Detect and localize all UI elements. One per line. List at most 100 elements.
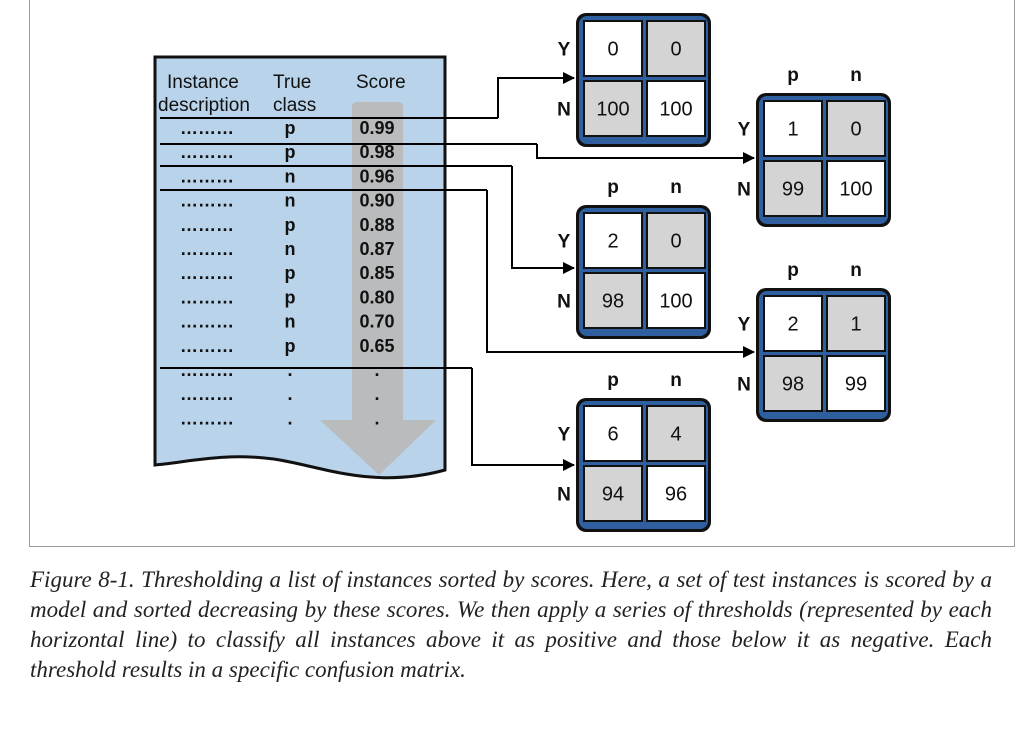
- row-label-n: N: [737, 375, 751, 396]
- matrix-cell-value: 100: [659, 99, 692, 121]
- matrix-cell: [826, 355, 886, 412]
- row-score: 0.90: [359, 191, 394, 211]
- header-description-line1: Instance: [167, 72, 239, 93]
- row-true-class: n: [285, 239, 296, 259]
- row-description: ………: [180, 287, 234, 307]
- matrix-cell: [583, 272, 643, 329]
- row-label-n: N: [557, 292, 571, 313]
- header-true-class-line1: True: [273, 72, 311, 93]
- row-true-class: p: [285, 142, 296, 162]
- table-row: ………..: [180, 408, 380, 428]
- row-score: 0.99: [359, 118, 394, 138]
- row-score: 0.96: [359, 166, 394, 186]
- row-description: ………: [180, 142, 234, 162]
- row-true-class: .: [287, 408, 292, 428]
- row-true-class: n: [285, 312, 296, 332]
- matrix-cell-value: 94: [602, 484, 624, 506]
- row-label-n: N: [557, 100, 571, 121]
- row-score: 0.88: [359, 215, 394, 235]
- row-description: ………: [180, 191, 234, 211]
- table-row: ……… n 0.70: [180, 312, 395, 332]
- matrix-cell-value: 100: [659, 291, 692, 313]
- table-row: ……… p 0.65: [180, 336, 395, 356]
- table-row: ………..: [180, 360, 380, 380]
- matrix-cell-value: 2: [607, 231, 618, 253]
- matrix-cell: [826, 160, 886, 217]
- row-true-class: p: [285, 118, 296, 138]
- row-score: 0.65: [359, 336, 394, 356]
- row-description: ………: [180, 336, 234, 356]
- matrix-cell-value: 100: [839, 179, 872, 201]
- table-header: Instance description True class Score: [158, 72, 406, 116]
- row-description: ………: [180, 118, 234, 138]
- col-label-p: p: [607, 177, 619, 198]
- row-score: 0.80: [359, 287, 394, 307]
- row-label-n: N: [557, 485, 571, 506]
- row-description: ………: [180, 360, 234, 380]
- row-description: ………: [180, 384, 234, 404]
- matrix-cell-value: 1: [787, 119, 798, 141]
- connector-4: [486, 190, 755, 358]
- matrix-cell-value: 98: [782, 374, 804, 396]
- row-description: ………: [180, 263, 234, 283]
- row-true-class: .: [287, 384, 292, 404]
- matrix-cell-value: 100: [596, 99, 629, 121]
- row-score: .: [374, 408, 379, 428]
- matrix-cell: [646, 405, 706, 462]
- row-label-y: Y: [738, 315, 751, 336]
- row-score: 0.70: [359, 312, 394, 332]
- row-description: ………: [180, 408, 234, 428]
- matrix-cell-value: 1: [850, 314, 861, 336]
- table-row: ……… p 0.98: [180, 142, 395, 162]
- row-score: 0.85: [359, 263, 394, 283]
- connector-3: [511, 166, 575, 274]
- matrix-cell-value: 2: [787, 314, 798, 336]
- row-description: ………: [180, 312, 234, 332]
- row-true-class: p: [285, 263, 296, 283]
- row-score: .: [374, 360, 379, 380]
- row-true-class: n: [285, 191, 296, 211]
- table-row: ……… p 0.80: [180, 287, 395, 307]
- matrix-cell: [763, 160, 823, 217]
- row-description: ………: [180, 166, 234, 186]
- row-true-class: p: [285, 336, 296, 356]
- matrix-cell: [763, 100, 823, 157]
- row-true-class: .: [287, 360, 292, 380]
- col-label-p: p: [607, 370, 619, 391]
- matrix-cell-value: 0: [670, 39, 681, 61]
- connector-1: [497, 72, 575, 118]
- table-row: ………..: [180, 384, 380, 404]
- row-score: 0.98: [359, 142, 394, 162]
- row-true-class: p: [285, 287, 296, 307]
- table-row: ……… p 0.85: [180, 263, 395, 283]
- connector-2: [536, 144, 755, 164]
- matrix-cell: [583, 405, 643, 462]
- row-label-y: Y: [558, 425, 571, 446]
- matrix-cell: [763, 355, 823, 412]
- table-row: ……… n 0.90: [180, 191, 395, 211]
- matrix-cell-value: 98: [602, 291, 624, 313]
- row-label-n: N: [737, 180, 751, 201]
- matrix-cell: [826, 295, 886, 352]
- col-label-n: n: [850, 65, 862, 86]
- matrix-cell: [826, 100, 886, 157]
- matrix-cell-value: 0: [850, 119, 861, 141]
- matrix-cell: [583, 80, 643, 137]
- threshold-diagram: Instance description True class Score ………: [153, 13, 891, 532]
- header-true-class-line2: class: [273, 95, 316, 116]
- matrix-cell: [646, 465, 706, 522]
- col-label-p: p: [787, 260, 799, 281]
- header-score: Score: [356, 72, 406, 93]
- matrix-cell-value: 4: [670, 424, 681, 446]
- matrix-cell-value: 99: [782, 179, 804, 201]
- matrix-cell: [646, 212, 706, 269]
